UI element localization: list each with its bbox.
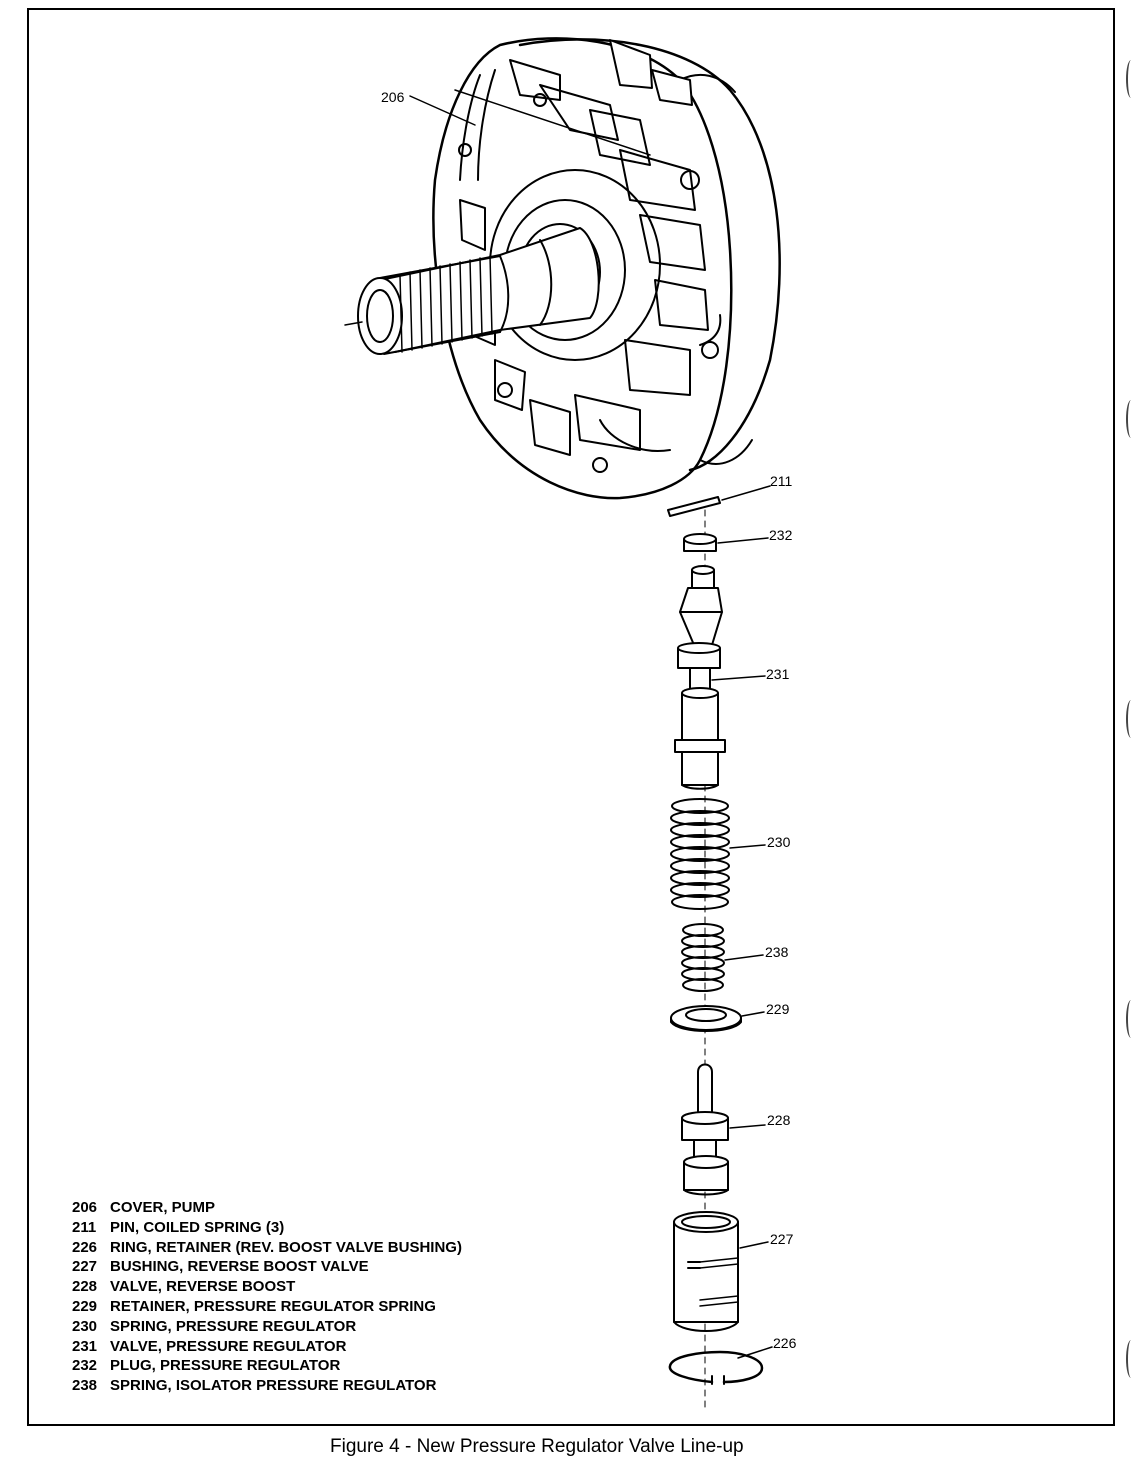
spring-retainer <box>670 1005 765 1032</box>
legend-part-number: 206 <box>72 1199 98 1216</box>
pressure-regulator-plug <box>683 533 769 552</box>
callout-211: 211 <box>770 473 793 489</box>
callout-228: 228 <box>767 1112 791 1128</box>
legend-row: 230 SPRING, PRESSURE REGULATOR <box>72 1317 462 1337</box>
binder-hole-mark <box>1126 1340 1136 1378</box>
binder-hole-mark <box>1126 1000 1136 1038</box>
legend-part-name: COVER, PUMP <box>110 1199 216 1216</box>
legend-row: 232 PLUG, PRESSURE REGULATOR <box>72 1356 462 1376</box>
legend-row: 231 VALVE, PRESSURE REGULATOR <box>72 1337 462 1357</box>
binder-hole-mark <box>1126 400 1136 438</box>
legend-row: 227 BUSHING, REVERSE BOOST VALVE <box>72 1257 462 1277</box>
legend-part-number: 211 <box>72 1218 97 1236</box>
retainer-ring <box>668 1346 773 1385</box>
reverse-boost-valve <box>681 1063 766 1196</box>
legend-part-number: 232 <box>72 1357 98 1375</box>
isolator-spring <box>681 923 764 992</box>
legend-part-name: VALVE, REVERSE BOOST <box>110 1278 296 1296</box>
legend-row: 238 SPRING, ISOLATOR PRESSURE REGULATOR <box>72 1376 462 1396</box>
figure-caption: Figure 4 - New Pressure Regulator Valve … <box>330 1436 744 1457</box>
callout-227: 227 <box>770 1231 794 1247</box>
callout-230: 230 <box>767 834 791 850</box>
callout-232: 232 <box>769 527 793 543</box>
binder-hole-mark <box>1126 700 1136 738</box>
legend-part-name: RETAINER, PRESSURE REGULATOR SPRING <box>110 1297 436 1315</box>
legend-part-name: BUSHING, REVERSE BOOST VALVE <box>110 1258 369 1276</box>
legend-row: 229 RETAINER, PRESSURE REGULATOR SPRING <box>72 1297 462 1317</box>
pressure-regulator-spring <box>670 798 766 910</box>
legend-part-number: 227 <box>72 1258 98 1276</box>
figure-frame <box>27 8 1115 1426</box>
parts-legend: 206 COVER, PUMP 211 PIN, COILED SPRING (3)… <box>72 1198 462 1396</box>
legend-part-name: RING, RETAINER (REV. BOOST VALVE BUSHING… <box>110 1238 462 1256</box>
legend-part-name: VALVE, PRESSURE REGULATOR <box>110 1337 347 1355</box>
callout-206: 206 <box>381 89 405 105</box>
legend-part-number: 238 <box>72 1377 98 1395</box>
callout-231: 231 <box>766 666 790 682</box>
legend-part-number: 228 <box>72 1278 98 1296</box>
legend-part-number: 226 <box>72 1238 98 1256</box>
legend-row: 228 VALVE, REVERSE BOOST <box>72 1277 462 1297</box>
legend-row: 211 PIN, COILED SPRING (3) <box>72 1218 462 1238</box>
legend-part-name: SPRING, ISOLATOR PRESSURE REGULATOR <box>110 1377 437 1395</box>
callout-226: 226 <box>773 1335 797 1351</box>
pressure-regulator-valve <box>674 565 766 790</box>
legend-row: 226 RING, RETAINER (REV. BOOST VALVE BUSH… <box>72 1238 462 1258</box>
legend-part-number: 230 <box>72 1317 98 1335</box>
stator-shaft <box>344 227 600 355</box>
legend-part-number: 231 <box>72 1337 98 1355</box>
callout-238: 238 <box>765 944 789 960</box>
reverse-boost-bushing <box>673 1211 769 1332</box>
legend-row: 206 COVER, PUMP <box>72 1198 462 1218</box>
legend-part-name: SPRING, PRESSURE REGULATOR <box>110 1317 357 1335</box>
binder-hole-mark <box>1126 60 1136 98</box>
legend-part-name: PLUG, PRESSURE REGULATOR <box>110 1357 341 1375</box>
callout-229: 229 <box>766 1001 790 1017</box>
legend-part-name: PIN, COILED SPRING (3) <box>110 1218 285 1236</box>
legend-part-number: 229 <box>72 1297 98 1315</box>
coiled-spring-pin <box>667 485 771 517</box>
